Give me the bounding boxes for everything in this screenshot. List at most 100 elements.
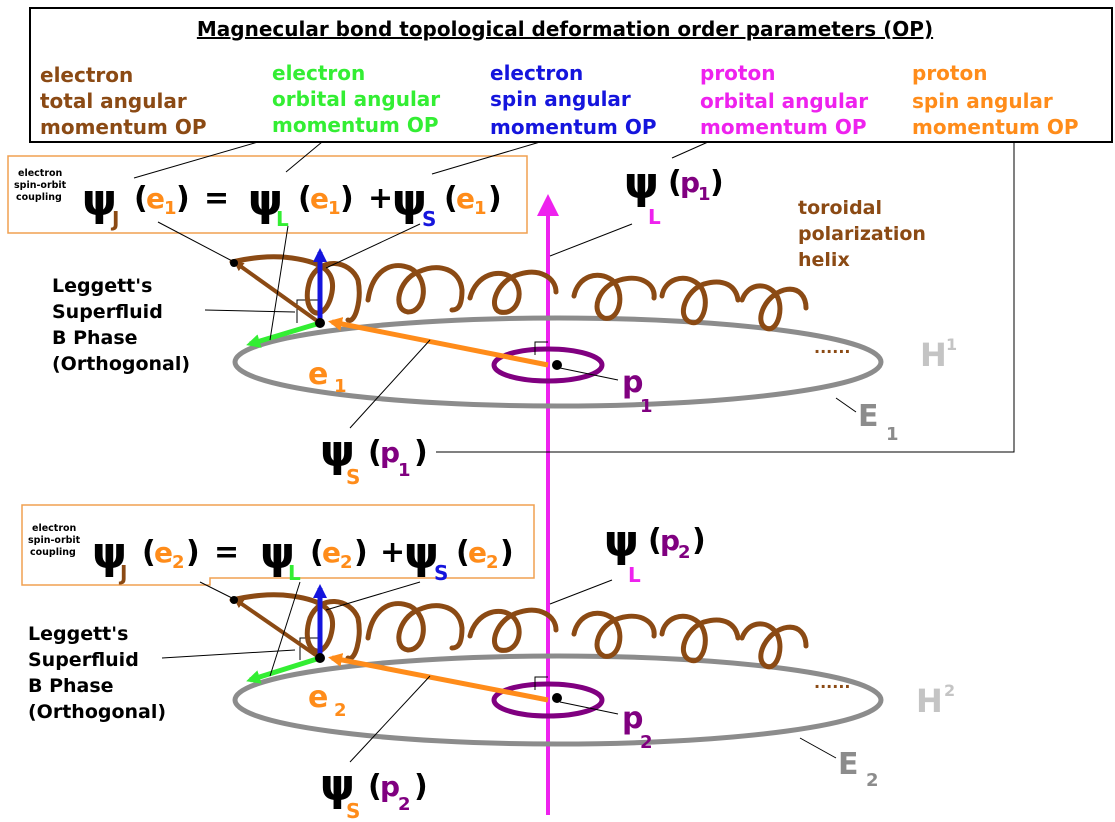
- electron-total-vector: [233, 598, 322, 660]
- leader-J: [157, 221, 237, 264]
- legend-proton-orbital: proton orbital angular momentum OP: [700, 61, 868, 139]
- paren: ): [414, 769, 428, 804]
- e-letter: e: [154, 536, 173, 569]
- legend-electron-orbital: electron orbital angular momentum OP: [272, 61, 440, 137]
- coupling-line: electron: [18, 168, 63, 179]
- coupling-line: electron: [32, 523, 77, 534]
- plus-sign: +: [368, 181, 393, 216]
- leggett-label: Leggett's Superfluid B Phase (Orthogonal…: [52, 275, 190, 375]
- leader-J: [199, 581, 237, 601]
- p-letter: p: [380, 436, 400, 469]
- toroidal-helix: [229, 592, 809, 670]
- helix-line: polarization: [798, 223, 926, 245]
- electron-orbit-E1: [232, 315, 884, 409]
- header-box: [29, 7, 1113, 143]
- e-index: 1: [328, 198, 341, 219]
- legend-line: orbital angular: [272, 87, 440, 111]
- legend-line: orbital angular: [700, 89, 868, 113]
- psi-J-e2: ψ: [92, 528, 127, 579]
- E1-index: 1: [886, 424, 899, 445]
- right-angle-mark: [299, 637, 322, 660]
- electron-orbit-E2: [232, 653, 884, 747]
- helix-line: toroidal: [798, 197, 882, 219]
- sub-L: L: [276, 207, 289, 231]
- sub-J: J: [110, 207, 119, 231]
- legend-electron-spin: electron spin angular momentum OP: [490, 61, 656, 139]
- E2-letter: E: [838, 747, 859, 782]
- legend-line: momentum OP: [40, 115, 206, 139]
- proton-spin-vector: [328, 317, 549, 368]
- e-letter: e: [146, 182, 165, 215]
- H2-letter: H: [916, 682, 943, 720]
- right-angle-mark: [534, 341, 548, 355]
- coupling-label: electron spin-orbit coupling: [14, 168, 70, 203]
- electron-e1-dot: [315, 318, 325, 328]
- sub-L: L: [628, 563, 641, 587]
- paren: ): [340, 181, 354, 216]
- E2-index: 2: [866, 770, 879, 791]
- right-angle-mark: [534, 676, 548, 690]
- p2-leader: [559, 701, 619, 715]
- plus-sign: +: [380, 535, 405, 570]
- leader-legend-orbital: [285, 141, 323, 173]
- sub-L: L: [648, 205, 661, 229]
- e-index: 1: [474, 198, 487, 219]
- legend-line: proton: [912, 61, 987, 85]
- p-index: 1: [398, 460, 411, 481]
- p2-index: 2: [640, 732, 653, 753]
- leggett-leader: [161, 649, 296, 659]
- psi-L-e2: ψ: [260, 528, 295, 579]
- leggett-line: (Orthogonal): [52, 353, 190, 375]
- equation-box-2: [21, 504, 535, 586]
- legend-line: momentum OP: [490, 115, 656, 139]
- psi-S-p2: ψ: [320, 760, 355, 811]
- e1-letter: e: [308, 357, 328, 392]
- paren: (: [444, 181, 458, 216]
- coupling-line: coupling: [30, 547, 76, 558]
- paren: (: [368, 435, 382, 470]
- leader-S: [325, 223, 421, 269]
- paren: (: [648, 523, 662, 558]
- leader-psiS-p2: [349, 675, 431, 763]
- H1-letter: H: [920, 336, 947, 374]
- paren: ): [488, 181, 502, 216]
- coupling-line: spin-orbit: [14, 180, 67, 191]
- e-index: 2: [340, 552, 353, 573]
- p-index: 1: [698, 184, 711, 205]
- right-angle-mark: [296, 299, 322, 323]
- leggett-line: Superfluid: [28, 649, 139, 671]
- coupling-line: coupling: [16, 192, 62, 203]
- e-index: 2: [172, 552, 185, 573]
- helix-line: helix: [798, 249, 850, 271]
- p1-leader: [559, 367, 619, 381]
- proton-p1-dot: [552, 360, 562, 370]
- sub-S: S: [346, 465, 360, 489]
- leggett-label: Leggett's Superfluid B Phase (Orthogonal…: [28, 623, 166, 723]
- legend-electron-total: electron total angular momentum OP: [40, 63, 206, 139]
- legend-line: momentum OP: [912, 115, 1078, 139]
- E1-leader: [835, 397, 857, 413]
- p1-index: 1: [640, 396, 653, 417]
- legend-line: electron: [490, 61, 583, 85]
- paren: (: [134, 181, 148, 216]
- e-letter: e: [468, 536, 487, 569]
- paren: ): [176, 181, 190, 216]
- electron-orbital-vector: [246, 655, 321, 684]
- legend-line: electron: [272, 61, 365, 85]
- proton-spin-orbit: [491, 681, 605, 719]
- p-letter: p: [680, 166, 700, 199]
- p-index: 2: [678, 542, 691, 563]
- leggett-line: Leggett's: [52, 275, 152, 297]
- legend-line: spin angular: [490, 87, 631, 111]
- leader-psiS-p1: [349, 339, 431, 429]
- psi-S-e2: ψ: [404, 528, 439, 579]
- H1-index: 1: [946, 335, 957, 354]
- leader-psiL-p1: [549, 223, 633, 257]
- diagram-title: Magnecular bond topological deformation …: [197, 17, 933, 41]
- proton-spin-orbit: [491, 346, 605, 384]
- helix-label: toroidal polarization helix: [798, 197, 933, 271]
- equation-box-1: [7, 155, 528, 234]
- psi-S-e1: ψ: [392, 175, 427, 226]
- legend-line: spin angular: [912, 89, 1053, 113]
